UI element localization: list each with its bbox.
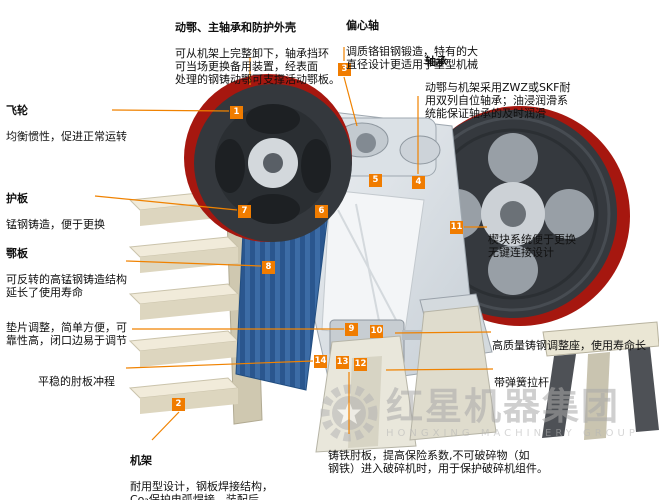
note-moving-jaw-title: 动鄂、主轴承和防护外壳 [175, 21, 296, 34]
part-badge-3: 3 [338, 63, 351, 76]
note-wedge-system-body: 楔块系统便于更换 无键连接设计 [488, 233, 576, 259]
note-guard-plate: 护板 锰钢铸造，便于更换 [6, 179, 141, 244]
note-jaw-plate-title: 鄂板 [6, 247, 28, 260]
note-jaw-plate-body: 可反转的高锰钢铸造结构 延长了使用寿命 [6, 273, 127, 299]
part-badge-8: 8 [262, 261, 275, 274]
note-frame-title: 机架 [130, 454, 152, 467]
note-eccentric-shaft: 偏心轴 调质铬钼钢锻造，特有的大 直径设计更适用于重型机械 [346, 6, 521, 84]
note-moving-jaw: 动鄂、主轴承和防护外壳 可从机架上完整卸下，轴承挡环 可当场更换备用装置，经表面… [175, 8, 360, 99]
note-bearing: 轴承 动鄂与机架采用ZWZ或SKF耐 用双列自位轴承；油浸润滑系 统能保证轴承的… [425, 42, 640, 133]
note-toggle-plate-body: 铸铁肘板，提高保险系数,不可破碎物（如 钢铁）进入破碎机时，用于保护破碎机组件。 [328, 449, 548, 475]
note-adjust-seat-body: 高质量铸钢调整座，使用寿命长 [492, 339, 646, 352]
part-badge-14: 14 [314, 355, 327, 368]
note-flywheel-title: 飞轮 [6, 104, 28, 117]
note-spring-rod: 带弹簧拉杆 [494, 363, 574, 402]
note-shim-adjust-body: 垫片调整，简单方便，可 靠性高，闭口边易于调节 [6, 321, 127, 347]
note-toggle-stroke-body: 平稳的肘板冲程 [38, 375, 115, 388]
part-badge-4: 4 [412, 176, 425, 189]
note-spring-rod-body: 带弹簧拉杆 [494, 376, 549, 389]
part-badge-13: 13 [336, 356, 349, 369]
note-guard-plate-title: 护板 [6, 192, 28, 205]
part-badge-7: 7 [238, 205, 251, 218]
note-wedge-system: 楔块系统便于更换 无键连接设计 [488, 220, 613, 272]
right-stand [542, 321, 659, 440]
left-flywheel [184, 74, 352, 242]
part-badge-1: 1 [230, 106, 243, 119]
part-badge-5: 5 [369, 174, 382, 187]
part-badge-11: 11 [450, 221, 463, 234]
note-toggle-stroke: 平稳的肘板冲程 [38, 362, 148, 401]
note-shim-adjust: 垫片调整，简单方便，可 靠性高，闭口边易于调节 [6, 308, 141, 360]
note-flywheel: 飞轮 均衡惯性，促进正常运转 [6, 91, 151, 156]
part-badge-2: 2 [172, 398, 185, 411]
note-guard-plate-body: 锰钢铸造，便于更换 [6, 218, 105, 231]
note-frame: 机架 耐用型设计，钢板焊接结构， Co₂保护电弧焊接，装配后 去应力处理 [130, 441, 305, 500]
note-adjust-seat: 高质量铸钢调整座，使用寿命长 [492, 326, 657, 365]
note-flywheel-body: 均衡惯性，促进正常运转 [6, 130, 127, 143]
note-toggle-plate: 铸铁肘板，提高保险系数,不可破碎物（如 钢铁）进入破碎机时，用于保护破碎机组件。 [328, 436, 568, 488]
part-badge-6: 6 [315, 205, 328, 218]
part-badge-9: 9 [345, 323, 358, 336]
note-bearing-body: 动鄂与机架采用ZWZ或SKF耐 用双列自位轴承；油浸润滑系 统能保证轴承的及时润… [425, 81, 571, 120]
note-eccentric-shaft-title: 偏心轴 [346, 19, 379, 32]
part-badge-12: 12 [354, 358, 367, 371]
note-bearing-title: 轴承 [425, 55, 447, 68]
part-badge-10: 10 [370, 325, 383, 338]
note-jaw-plate: 鄂板 可反转的高锰钢铸造结构 延长了使用寿命 [6, 234, 156, 312]
note-eccentric-shaft-body: 调质铬钼钢锻造，特有的大 直径设计更适用于重型机械 [346, 45, 478, 71]
note-frame-body: 耐用型设计，钢板焊接结构， Co₂保护电弧焊接，装配后 去应力处理 [130, 480, 273, 500]
note-moving-jaw-body: 可从机架上完整卸下，轴承挡环 可当场更换备用装置，经表面 处理的钢铸动鄂可支撑活… [175, 47, 340, 86]
